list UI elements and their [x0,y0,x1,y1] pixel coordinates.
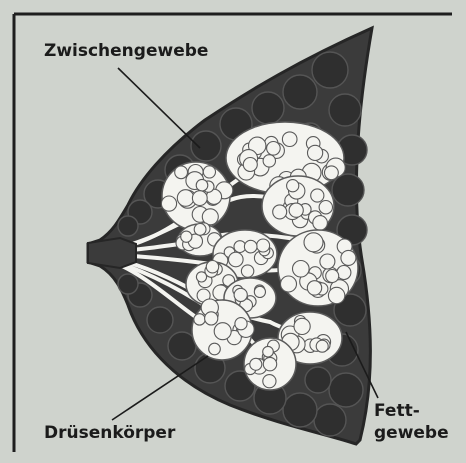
gland-alveolus [328,287,344,303]
gland-alveolus [203,166,215,178]
gland-alveolus [205,312,218,325]
gland-alveolus [229,252,244,267]
gland-alveolus [267,142,281,156]
gland-alveolus [294,318,310,334]
gland-alveolus [308,145,323,160]
fat-lobule [191,131,221,161]
gland-alveolus [194,314,205,325]
fat-lobule [329,373,363,407]
gland-alveolus [287,180,299,192]
gland-alveolus [263,357,276,370]
gland-alveolus [289,203,303,217]
gland-alveolus [192,191,207,206]
gland-lobule-cluster [278,230,358,306]
fat-lobule [329,94,361,126]
fat-lobule [305,367,331,393]
fat-lobule [147,307,173,333]
gland-alveolus [313,216,328,231]
gland-alveolus [304,233,323,252]
gland-alveolus [243,158,257,172]
fat-lobule [252,92,284,124]
fat-lobule [168,332,196,360]
gland-alveolus [194,224,206,236]
gland-lobule-cluster [244,338,296,390]
gland-alveolus [263,155,275,167]
fat-lobule [332,174,364,206]
fat-lobule [312,52,348,88]
label-interstitial-tissue: Zwischengewebe [44,40,208,62]
gland-alveolus [161,196,176,211]
gland-alveolus [320,254,335,269]
fat-lobule [314,404,346,436]
gland-alveolus [244,240,257,253]
gland-lobule-cluster [262,176,334,236]
gland-alveolus [177,190,194,207]
gland-alveolus [281,276,297,292]
gland-alveolus [234,288,247,301]
gland-alveolus [311,189,324,202]
fat-lobule [283,393,317,427]
label-fat-tissue-line2: gewebe [374,422,449,444]
gland-alveolus [263,346,274,357]
gland-alveolus [307,281,321,295]
gland-alveolus [326,270,339,283]
gland-alveolus [263,375,276,388]
gland-alveolus [293,261,310,278]
gland-alveolus [316,340,328,352]
label-fat-tissue-line1: Fett- [374,400,449,422]
gland-alveolus [181,231,192,242]
gland-alveolus [341,250,356,265]
gland-alveolus [282,132,297,147]
gland-alveolus [209,343,221,355]
gland-alveolus [273,205,287,219]
label-glandular-body: Drüsenkörper [44,422,175,444]
label-fat-tissue: Fett- gewebe [374,400,449,444]
gland-alveolus [235,318,247,330]
gland-alveolus [196,272,206,282]
gland-alveolus [257,239,270,252]
gland-alveolus [196,179,208,191]
gland-alveolus [175,166,188,179]
gland-alveolus [250,358,262,370]
gland-alveolus [214,323,231,340]
fat-lobule [283,75,317,109]
gland-alveolus [241,265,253,277]
fat-lobule [118,274,138,294]
gland-alveolus [254,286,265,297]
gland-alveolus [325,166,339,180]
nipple [88,238,136,268]
gland-alveolus [206,261,218,273]
fat-lobule [118,216,138,236]
gland-alveolus [319,201,332,214]
